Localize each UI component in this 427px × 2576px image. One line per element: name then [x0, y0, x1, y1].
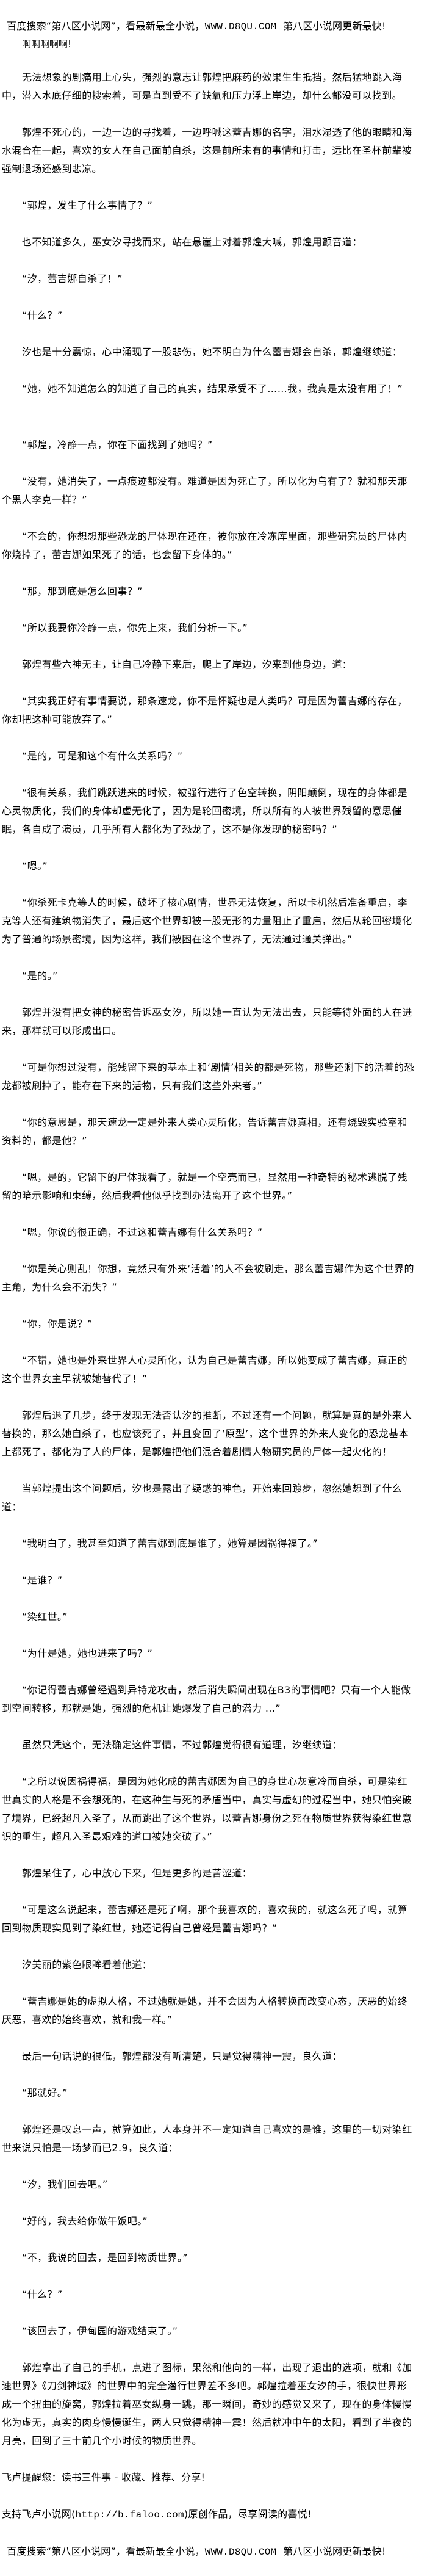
chapter-body: 无法想象的剧痛用上心头，强烈的意志让郭煌把麻药的效果生生抵挡，然后猛地跳入海中，… — [2, 68, 414, 2450]
support-note: 支持飞卢小说网(http://b.faloo.com)原创作品，尽享阅读的喜悦! — [2, 2505, 414, 2524]
story-paragraph: “她，她不知道怎么的知道了自己的真实，结果承受不了……我，我真是太没有用了！” — [22, 383, 403, 394]
story-paragraph: “之所以说因祸得福，是因为她化成的蕾吉娜因为自己的身世心灰意冷而自杀，可是染红世… — [2, 1776, 412, 1842]
story-paragraph: “什么？” — [22, 2288, 63, 2300]
story-paragraph: “没有，她消失了，一点痕迹都没有。难道是因为死亡了，所以化为乌有了？就和那天那个… — [2, 476, 407, 505]
banner-site-url: WWW.D8QU.COM — [204, 2547, 277, 2558]
story-paragraph: “我明白了，我甚至知道了蕾吉娜到底是谁了，她算是因祸得福了。” — [22, 1538, 318, 1549]
story-paragraph: “其实我正好有事情要说，那条速龙，你不是怀疑也是人类吗？可是因为蕾吉娜的存在，你… — [2, 695, 407, 725]
story-paragraph: 汐也是十分震惊，心中涌现了一股悲伤，她不明白为什么蕾吉娜会自杀，郭煌继续道： — [22, 346, 403, 358]
story-paragraph: “不错，她也是外来世界人心灵所化，认为自己是蕾吉娜，所以她变成了蕾吉娜，真正的这… — [2, 1355, 407, 1384]
story-paragraph: 郭煌呆住了，心中放心下来，但是更多的是苦涩道： — [22, 1867, 253, 1879]
story-paragraph: “你记得蕾吉娜曾经遇到异特龙攻击，然后消失瞬间出现在B3的事情吧？只有一个人能做… — [2, 1684, 411, 1714]
story-paragraph: “蕾吉娜是她的虚拟人格，不过她就是她，并不会因为人格转换而改变心态，厌恶的始终厌… — [2, 1995, 407, 2025]
story-paragraph: 郭煌并没有把女神的秘密告诉巫女汐，所以她一直认为无法出去，只能等待外面的人在进来… — [2, 1007, 412, 1037]
story-paragraph: “郭煌，发生了什么事情了？” — [22, 200, 153, 211]
story-paragraph: “郭煌，冷静一点，你在下面找到了她吗？” — [22, 439, 213, 450]
story-paragraph: “什么？” — [22, 309, 63, 321]
story-paragraph: “汐，蕾吉娜自杀了！” — [22, 273, 123, 284]
story-paragraph: “是的，可是和这个有什么关系吗？” — [22, 750, 183, 762]
support-text: 支持飞卢小说网( — [2, 2508, 76, 2520]
story-paragraph: “你杀死卡克等人的时候，破坏了核心剧情，世界无法恢复，所以卡机然后准备重启，李克… — [2, 897, 412, 945]
support-url: http://b.faloo.com — [75, 2509, 184, 2520]
support-text-end: )原创作品，尽享阅读的喜悦! — [184, 2508, 312, 2520]
site-banner-top: 百度搜索“第八区小说网”，看最新最全小说，WWW.D8QU.COM 第八区小说网… — [7, 17, 414, 36]
opening-line: 啊啊啊啊啊! — [22, 38, 72, 49]
story-paragraph: “该回去了，伊甸园的游戏结束了。” — [22, 2325, 178, 2337]
story-paragraph: 虽然只凭这个，无法确定这件事情，不过郭煌觉得很有道理，汐继续道： — [22, 1739, 342, 1751]
banner-site-url: WWW.D8QU.COM — [204, 21, 277, 32]
chapter-page: 百度搜索“第八区小说网”，看最新最全小说，WWW.D8QU.COM 第八区小说网… — [2, 17, 414, 2561]
story-paragraph: 郭煌后退了几步，终于发现无法否认汐的推断，不过还有一个问题，就算是真的是外来人替… — [2, 1409, 412, 1458]
story-paragraph: “所以我要你冷静一点，你先上来，我们分析一下。” — [22, 622, 248, 634]
story-paragraph: “你，你是说？” — [22, 1318, 93, 1330]
story-paragraph: 郭煌还是叹息一声，就算如此，人本身并不一定知道自己喜欢的是谁，这里的一切对染红世… — [2, 2124, 412, 2154]
story-paragraph: “你的意思是，那天速龙一定是外来人类心灵所化，告诉蕾吉娜真相，还有烧毁实验室和资… — [2, 1116, 407, 1146]
story-paragraph: “不，我说的回去，是回到物质世界。” — [22, 2252, 188, 2263]
banner-slogan: 第八区小说网更新最快! — [276, 20, 386, 32]
reading-reminder: 飞卢提醒您：读书三件事 - 收藏、推荐、分享! — [2, 2472, 206, 2483]
story-paragraph: “嗯，是的，它留下的尸体我看了，就是一个空壳而已，显然用一种奇特的秘术逃脱了残留… — [2, 1171, 407, 1201]
story-paragraph: “那，那到底是怎么回事？” — [22, 585, 143, 597]
story-paragraph: 无法想象的剧痛用上心头，强烈的意志让郭煌把麻药的效果生生抵挡，然后猛地跳入海中，… — [2, 71, 403, 101]
story-paragraph: 汐美丽的紫色眼眸看着他道： — [22, 1959, 152, 1970]
story-paragraph: “那就好。” — [22, 2087, 68, 2099]
story-paragraph: 郭煌不死心的，一边一边的寻找着，一边呼喊这蕾吉娜的名字，泪水湿透了他的眼睛和海水… — [2, 126, 412, 175]
story-paragraph: “嗯。” — [22, 860, 48, 872]
story-paragraph: “是谁？” — [22, 1574, 63, 1586]
story-paragraph: “染红世。” — [22, 1611, 68, 1623]
story-paragraph: “可是这么说起来，蕾吉娜还是死了啊，那个我喜欢的，喜欢我的，就这么死了吗，就算回… — [2, 1904, 407, 1934]
banner-text: 百度搜索“第八区小说网”，看最新最全小说， — [7, 20, 205, 32]
site-banner-bottom: 百度搜索“第八区小说网”，看最新最全小说，WWW.D8QU.COM 第八区小说网… — [7, 2542, 414, 2561]
story-paragraph: 也不知道多久，巫女汐寻找而来，站在悬崖上对着郭煌大喊，郭煌用颤音道： — [22, 236, 362, 248]
story-paragraph: 最后一句话说的很低，郭煌都没有听清楚，只是觉得精神一震，良久道： — [22, 2050, 342, 2062]
story-paragraph: “为什是她，她也进来了吗？” — [22, 1648, 153, 1659]
story-paragraph: “好的，我去给你做午饭吧。” — [22, 2215, 148, 2227]
story-paragraph: “可是你想过没有，能残留下来的基本上和‘剧情’相关的都是死物，那些还剩下的活着的… — [2, 1062, 414, 1091]
banner-slogan: 第八区小说网更新最快! — [276, 2545, 386, 2557]
story-paragraph: 郭煌有些六神无主，让自己冷静下来后，爬上了岸边，汐来到他身边，道： — [22, 659, 353, 670]
story-paragraph: “很有关系，我们跳跃进来的时候，被强行进行了色空转换，阴阳颠倒，现在的身体都是心… — [2, 787, 407, 835]
story-paragraph: “嗯，你说的很正确，不过这和蕾吉娜有什么关系吗？” — [22, 1226, 263, 1238]
story-paragraph: “你是关心则乱！你想，竟然只有外来‘活着’的人不会被刷走，那么蕾吉娜作为这个世界… — [2, 1263, 414, 1293]
banner-text: 百度搜索“第八区小说网”，看最新最全小说， — [7, 2545, 205, 2557]
story-paragraph: “汐，我们回去吧。” — [22, 2179, 108, 2190]
story-paragraph: “不会的，你想想那些恐龙的尸体现在还在，被你放在冷冻库里面，那些研究员的尸体内你… — [2, 530, 407, 560]
story-paragraph: “是的。” — [22, 970, 58, 982]
story-paragraph: 当郭煌提出这个问题后，汐也是露出了疑惑的神色，开始来回踱步，忽然她想到了什么道： — [2, 1483, 403, 1513]
story-paragraph: 郭煌拿出了自己的手机，点进了图标，果然和他向的一样，出现了退出的选项，就和《加速… — [2, 2362, 412, 2447]
